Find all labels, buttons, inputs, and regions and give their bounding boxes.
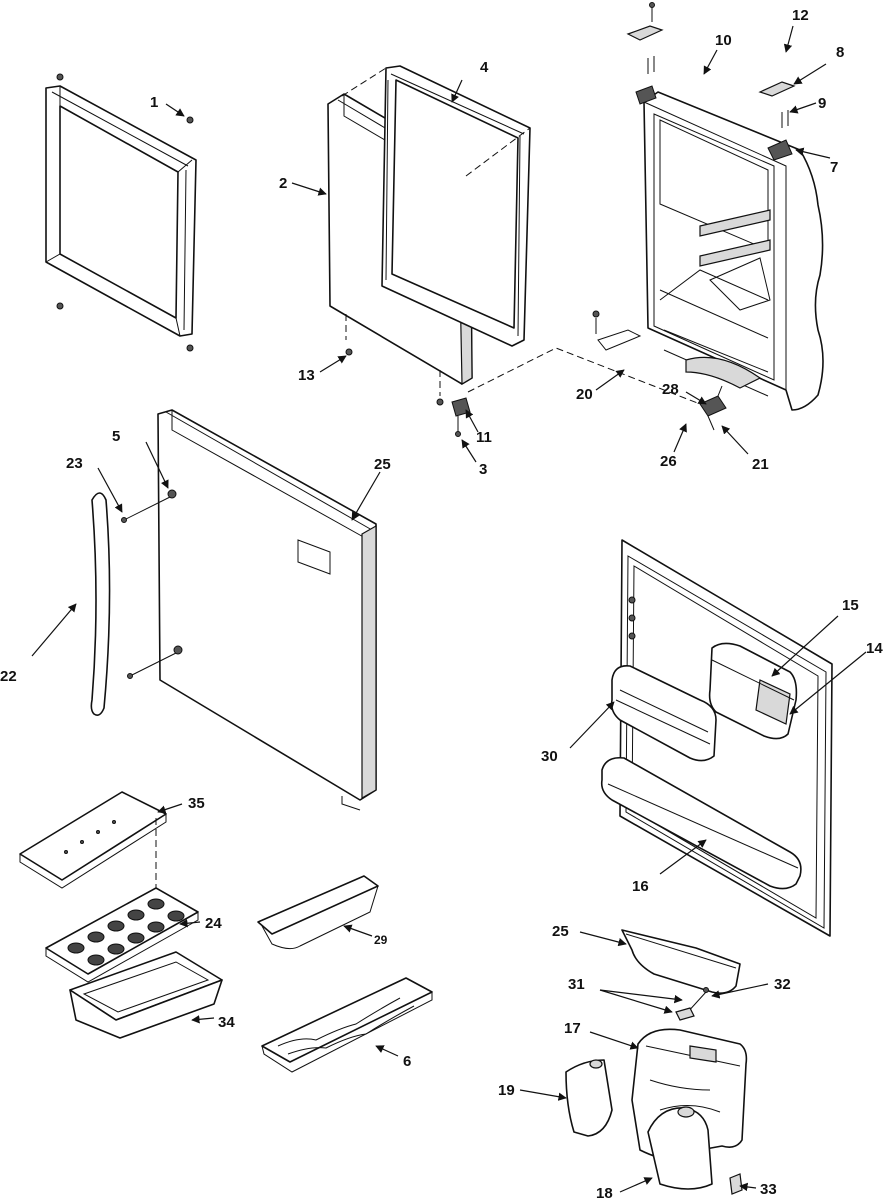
dairy-compartment-part [708,642,798,740]
cabinet-part [643,91,824,411]
callout-26: 26 [660,453,677,470]
upper-door-bin-part [610,664,717,762]
callout-28: 28 [662,381,679,398]
clip-part [729,1173,743,1195]
callout-35: 35 [188,795,205,812]
door-gasket-part [381,65,531,347]
callout-5: 5 [112,428,120,445]
callout-19: 19 [498,1082,515,1099]
callout-24: 24 [205,915,222,932]
hinge-axis-line-3 [341,67,531,177]
callout-23: 23 [66,455,83,472]
dispenser-door-part [565,1059,613,1137]
door-frame-part [45,73,197,352]
hinge-axis-line-2 [345,314,441,396]
bottom-hinge-parts [592,310,727,431]
callout-25-door: 25 [374,456,391,473]
callout-8: 8 [836,44,844,61]
callout-25-bin: 25 [552,923,569,940]
can-rack-part [261,977,433,1073]
inner-door-liner-part [619,539,833,937]
callout-3: 3 [479,461,487,478]
callout-31: 31 [568,976,585,993]
screw-parts [675,987,709,1021]
callout-13: 13 [298,367,315,384]
callout-16: 16 [632,878,649,895]
shelf-part [19,791,167,889]
callout-18: 18 [596,1185,613,1200]
callout-12: 12 [792,7,809,24]
callout-4: 4 [480,59,489,76]
top-hinge-cover-left [626,2,664,105]
shelf-rack-part [257,875,379,950]
egg-tray-part [45,887,199,983]
dispenser-spout-part [647,1106,713,1190]
callout-14: 14 [866,640,883,657]
callout-17: 17 [564,1020,581,1037]
callout-15: 15 [842,597,859,614]
crisper-bin-part [69,951,223,1039]
callout-30: 30 [541,748,558,765]
callout-6: 6 [403,1053,411,1070]
callout-7: 7 [830,159,838,176]
lower-door-bin-part [600,756,802,890]
outer-door-part [157,409,377,811]
leader-lines [31,25,867,1193]
callout-21: 21 [752,456,769,473]
callout-10: 10 [715,32,732,49]
handle-screws-part [121,489,183,679]
hinge-axis-line [467,347,701,405]
callout-20: 20 [576,386,593,403]
callout-11: 11 [476,429,492,446]
top-hinge-cover-right [758,81,796,161]
callout-29: 29 [374,933,388,947]
callout-1: 1 [150,94,158,111]
callout-34: 34 [218,1014,235,1031]
callout-32: 32 [774,976,791,993]
callout-33: 33 [760,1181,777,1198]
lower-hinge-part [451,397,471,437]
callout-22: 22 [0,668,17,685]
callout-9: 9 [818,95,826,112]
callout-2: 2 [279,175,287,192]
small-bin-part [621,929,741,994]
door-handle-part [90,492,111,716]
